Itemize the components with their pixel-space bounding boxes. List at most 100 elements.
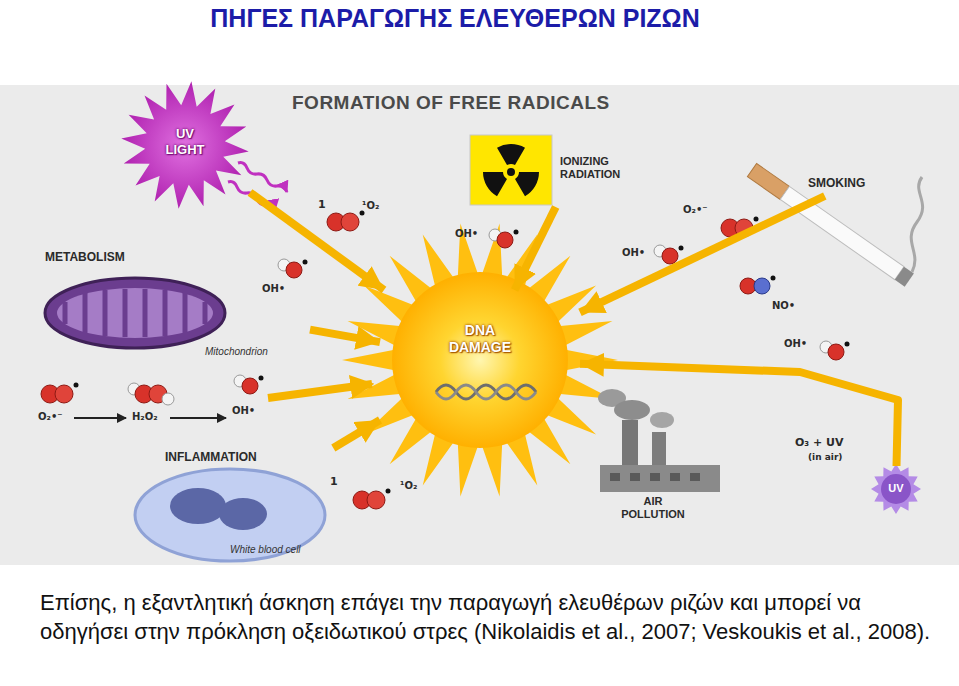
uv-rays bbox=[228, 163, 287, 210]
factory-part bbox=[690, 473, 700, 481]
radical-dot bbox=[74, 383, 79, 388]
oxygen-atom bbox=[55, 385, 73, 403]
yellow-arrow bbox=[580, 364, 898, 466]
factory-part bbox=[610, 473, 620, 481]
white-blood-cell-part bbox=[170, 488, 226, 524]
radical-dot bbox=[679, 246, 684, 251]
yellow-arrow bbox=[515, 207, 556, 290]
node-heading: INFLAMMATION bbox=[165, 450, 315, 464]
radical-label: OH• bbox=[262, 283, 285, 294]
radical-label: H₂O₂ bbox=[132, 411, 158, 422]
radical-label: 1 bbox=[318, 198, 326, 211]
panel-heading: FORMATION OF FREE RADICALS bbox=[292, 92, 610, 114]
radical-label: 1 bbox=[330, 475, 338, 488]
oxygen-atom bbox=[242, 378, 258, 394]
radical-dot bbox=[771, 276, 776, 281]
uv-rays-part bbox=[238, 163, 287, 192]
source-node: AIR POLLUTION bbox=[588, 405, 718, 527]
chain-arrows-part bbox=[170, 417, 226, 419]
oxygen-atom bbox=[341, 213, 359, 231]
factory-part bbox=[622, 420, 638, 470]
node-heading: DNA DAMAGE bbox=[440, 322, 520, 356]
white-blood-cell-part bbox=[219, 498, 267, 530]
radical-label: (in air) bbox=[808, 452, 842, 462]
trefoil-blade bbox=[497, 144, 525, 165]
node-heading: UV LIGHT bbox=[155, 126, 215, 157]
dna-helix bbox=[436, 385, 536, 399]
oxygen-atom bbox=[367, 491, 385, 509]
node-heading: SMOKING bbox=[808, 176, 898, 190]
radical-dot bbox=[754, 217, 759, 222]
radiation-symbol-part bbox=[470, 135, 552, 205]
source-node: UV bbox=[870, 466, 922, 512]
slide-title: ΠΗΓΕΣ ΠΑΡΑΓΩΓΗΣ ΕΛΕΥΘΕΡΩΝ ΡΙΖΩΝ bbox=[0, 4, 910, 33]
trefoil-blade bbox=[483, 172, 507, 196]
node-heading: AIR POLLUTION bbox=[613, 495, 693, 521]
source-node: METABOLISMMitochondrion bbox=[40, 248, 310, 363]
radical-dot bbox=[386, 489, 391, 494]
factory-part bbox=[652, 432, 666, 470]
radiation-symbol bbox=[470, 135, 552, 205]
factory bbox=[598, 389, 720, 492]
node-heading: IONIZING RADIATION bbox=[560, 155, 632, 181]
uv-star bbox=[121, 81, 248, 208]
dna-helix-part bbox=[436, 385, 536, 399]
radiation-symbol-part bbox=[507, 168, 515, 176]
factory-part bbox=[650, 412, 674, 428]
mitochondrion bbox=[45, 278, 225, 348]
hydrogen-atom bbox=[162, 393, 174, 405]
uv-puff bbox=[871, 464, 921, 514]
slide-caption: Επίσης, η εξαντλητική άσκηση επάγει την … bbox=[40, 588, 945, 646]
radical-label: OH• bbox=[784, 338, 807, 349]
radical-label: O₂•⁻ bbox=[683, 204, 708, 215]
chain-arrows-part bbox=[268, 384, 372, 398]
factory-part bbox=[600, 465, 720, 492]
cigarette-smoke bbox=[911, 177, 922, 272]
molecules bbox=[41, 211, 850, 510]
radical-label: ¹O₂ bbox=[400, 480, 417, 491]
node-heading: UV bbox=[876, 482, 916, 495]
oxygen-atom bbox=[828, 344, 844, 360]
radical-dot bbox=[514, 230, 519, 235]
dna-starburst bbox=[342, 223, 618, 496]
yellow-arrow bbox=[580, 196, 825, 312]
cigarette-part bbox=[747, 163, 789, 199]
radical-label: OH• bbox=[455, 228, 478, 239]
factory-part bbox=[614, 400, 650, 420]
radical-dot bbox=[360, 211, 365, 216]
mitochondrion-part bbox=[57, 288, 213, 338]
radical-dot bbox=[303, 260, 308, 265]
source-node: DNA DAMAGE bbox=[380, 290, 580, 430]
radical-label: OH• bbox=[232, 405, 255, 416]
node-caption: Mitochondrion bbox=[205, 346, 305, 358]
radical-dot bbox=[259, 376, 264, 381]
cigarette-part bbox=[780, 186, 904, 279]
radical-label: O₂•⁻ bbox=[38, 411, 63, 422]
radical-label: O₃ + UV bbox=[795, 436, 844, 449]
radiation-symbol-part bbox=[483, 144, 539, 196]
dna-starburst-rays bbox=[342, 223, 618, 496]
source-node: INFLAMMATION White blood cell bbox=[135, 448, 335, 566]
oxygen-atom bbox=[662, 248, 678, 264]
uv-puff-shape bbox=[871, 464, 921, 514]
chain-arrows bbox=[74, 384, 372, 418]
node-caption: White blood cell bbox=[230, 544, 330, 556]
oxygen-atom bbox=[286, 262, 302, 278]
radical-dot bbox=[845, 342, 850, 347]
source-node: IONIZING RADIATION bbox=[468, 133, 680, 207]
dna-helix-part bbox=[436, 385, 536, 399]
mitochondrion-part bbox=[65, 289, 205, 337]
factory-part bbox=[670, 473, 680, 481]
factory-part bbox=[630, 473, 640, 481]
chain-arrows-part bbox=[74, 417, 126, 419]
radical-label: OH• bbox=[622, 247, 645, 258]
nitrogen-atom bbox=[754, 278, 770, 294]
dna-starburst-core bbox=[392, 272, 568, 448]
trefoil-blade bbox=[515, 172, 539, 196]
yellow-arrow bbox=[310, 330, 380, 343]
source-node: UV LIGHT bbox=[120, 80, 250, 210]
yellow-arrow bbox=[250, 192, 384, 290]
factory-part bbox=[650, 473, 660, 481]
source-node: SMOKING bbox=[800, 172, 900, 196]
